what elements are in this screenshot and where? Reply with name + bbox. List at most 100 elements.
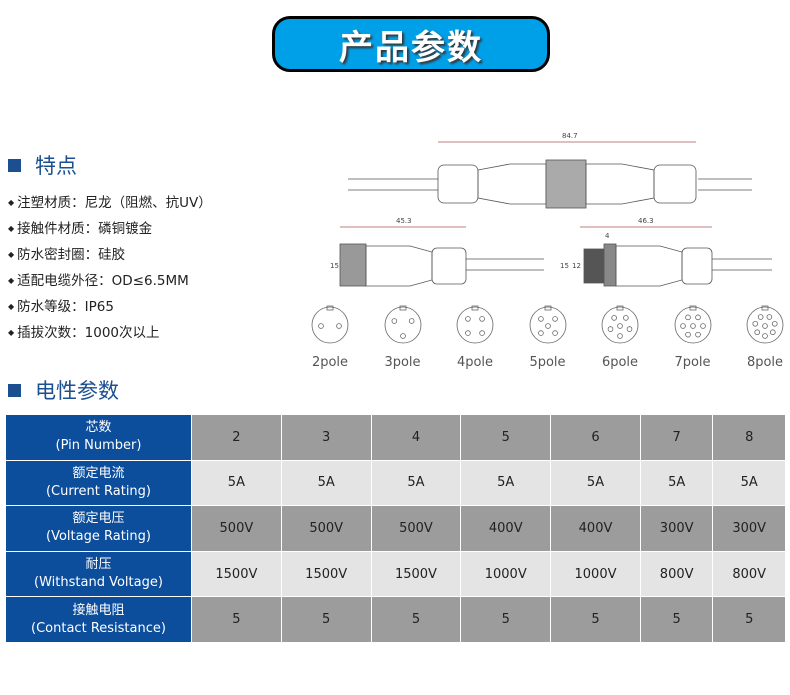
table-cell: 5	[712, 596, 786, 643]
pole-layout-4: 4pole	[445, 305, 505, 370]
pin-face-icon	[601, 305, 639, 344]
row-label-en: (Contact Resistance)	[31, 620, 166, 636]
table-cell: 800V	[639, 550, 714, 598]
table-cell: 6	[550, 414, 641, 461]
features-heading: 特点	[8, 150, 77, 180]
female-connector-drawing: 46.3 4 15 12	[560, 217, 772, 287]
pole-layout-8: 8pole	[735, 305, 790, 370]
dim-inner: 12	[572, 262, 581, 270]
table-cell: 5	[550, 596, 641, 643]
table-cell: 4	[370, 414, 462, 461]
dim-height: 15	[330, 262, 339, 270]
table-cell: 300V	[712, 505, 786, 552]
pole-label: 4pole	[456, 355, 494, 370]
row-header: 额定电压 (Voltage Rating)	[5, 505, 192, 552]
mated-connector-drawing: 84.7	[348, 132, 752, 209]
dim-female: 46.3	[638, 217, 654, 225]
table-cell: 5A	[280, 459, 372, 507]
feature-item: 防水等级：IP65	[8, 294, 212, 320]
row-label-cn: 额定电流	[72, 465, 125, 481]
table-cell: 400V	[460, 505, 552, 552]
table-cell: 500V	[280, 505, 372, 552]
feature-item: 插拔次数：1000次以上	[8, 320, 212, 346]
feature-item: 适配电缆外径：OD≤6.5MM	[8, 268, 212, 294]
square-bullet-icon	[8, 158, 21, 172]
row-label-en: (Pin Number)	[55, 438, 142, 454]
table-cell: 5A	[712, 459, 786, 507]
pin-face-icon	[529, 305, 566, 344]
pin-face-icon	[674, 305, 711, 344]
dim-male: 45.3	[396, 217, 412, 225]
dim-total: 84.7	[562, 132, 578, 140]
pole-label: 5pole	[529, 355, 566, 370]
feature-item: 接触件材质：磷铜镀金	[8, 216, 212, 242]
pole-layout-6: 6pole	[590, 305, 650, 370]
table-cell: 1000V	[460, 550, 552, 598]
table-cell: 2	[191, 414, 282, 461]
pole-layouts: 2pole 3pole 4pole 5pole 6pole 7pole 8pole	[300, 305, 784, 375]
row-header: 接触电阻 (Contact Resistance)	[5, 596, 192, 643]
table-cell: 5A	[639, 459, 714, 507]
pin-face-icon	[311, 305, 349, 344]
pole-layout-5: 5pole	[518, 305, 578, 370]
table-cell: 5	[460, 414, 552, 461]
table-cell: 1500V	[280, 550, 372, 598]
electrical-heading: 电性参数	[8, 375, 119, 405]
table-cell: 5A	[550, 459, 641, 507]
row-label-cn: 接触电阻	[72, 602, 125, 618]
row-label-en: (Voltage Rating)	[46, 529, 151, 545]
table-cell: 5	[370, 596, 462, 643]
pole-layout-7: 7pole	[663, 305, 723, 370]
connector-dimension-drawing: 84.7 45.3 15 46.3 4 15 12	[330, 132, 772, 287]
electrical-heading-text: 电性参数	[35, 379, 119, 403]
male-connector-drawing: 45.3 15	[330, 217, 544, 287]
table-cell: 500V	[370, 505, 462, 552]
table-cell: 5	[639, 596, 714, 643]
row-header: 芯数 (Pin Number)	[5, 414, 192, 461]
table-cell: 800V	[712, 550, 786, 598]
table-cell: 400V	[550, 505, 641, 552]
pole-label: 2pole	[311, 355, 349, 370]
table-cell: 5A	[370, 459, 462, 507]
table-cell: 3	[280, 414, 372, 461]
row-label-en: (Withstand Voltage)	[34, 575, 163, 591]
table-cell: 300V	[639, 505, 714, 552]
features-list: 注塑材质：尼龙（阻燃、抗UV） 接触件材质：磷铜镀金 防水密封圈：硅胶 适配电缆…	[8, 190, 212, 346]
square-bullet-icon	[8, 383, 21, 397]
dim-height: 15	[560, 262, 569, 270]
table-cell: 1000V	[550, 550, 641, 598]
table-cell: 5A	[460, 459, 552, 507]
row-label-cn: 芯数	[85, 420, 112, 436]
pole-label: 3pole	[384, 355, 421, 370]
table-cell: 1500V	[370, 550, 462, 598]
feature-item: 注塑材质：尼龙（阻燃、抗UV）	[8, 190, 212, 216]
pole-layout-3: 3pole	[373, 305, 433, 370]
table-cell: 5	[280, 596, 372, 643]
table-cell: 5	[191, 596, 282, 643]
pole-label: 7pole	[674, 355, 711, 370]
table-cell: 7	[639, 414, 714, 461]
table-cell: 5A	[191, 459, 282, 507]
pole-layout-2: 2pole	[300, 305, 360, 370]
table-cell: 1500V	[191, 550, 282, 598]
feature-item: 防水密封圈：硅胶	[8, 242, 212, 268]
features-heading-text: 特点	[35, 154, 77, 178]
pin-face-icon	[746, 305, 784, 344]
row-header: 额定电流 (Current Rating)	[5, 459, 192, 507]
row-label-en: (Current Rating)	[45, 483, 151, 499]
pole-label: 8pole	[746, 355, 784, 370]
row-header: 耐压 (Withstand Voltage)	[5, 550, 192, 598]
page-title-banner: 产品参数	[272, 16, 550, 72]
row-label-cn: 额定电压	[72, 511, 125, 527]
table-cell: 5	[460, 596, 552, 643]
pin-face-icon	[456, 305, 494, 344]
row-label-cn: 耐压	[85, 557, 112, 573]
pole-label: 6pole	[601, 355, 639, 370]
pin-face-icon	[384, 305, 421, 344]
